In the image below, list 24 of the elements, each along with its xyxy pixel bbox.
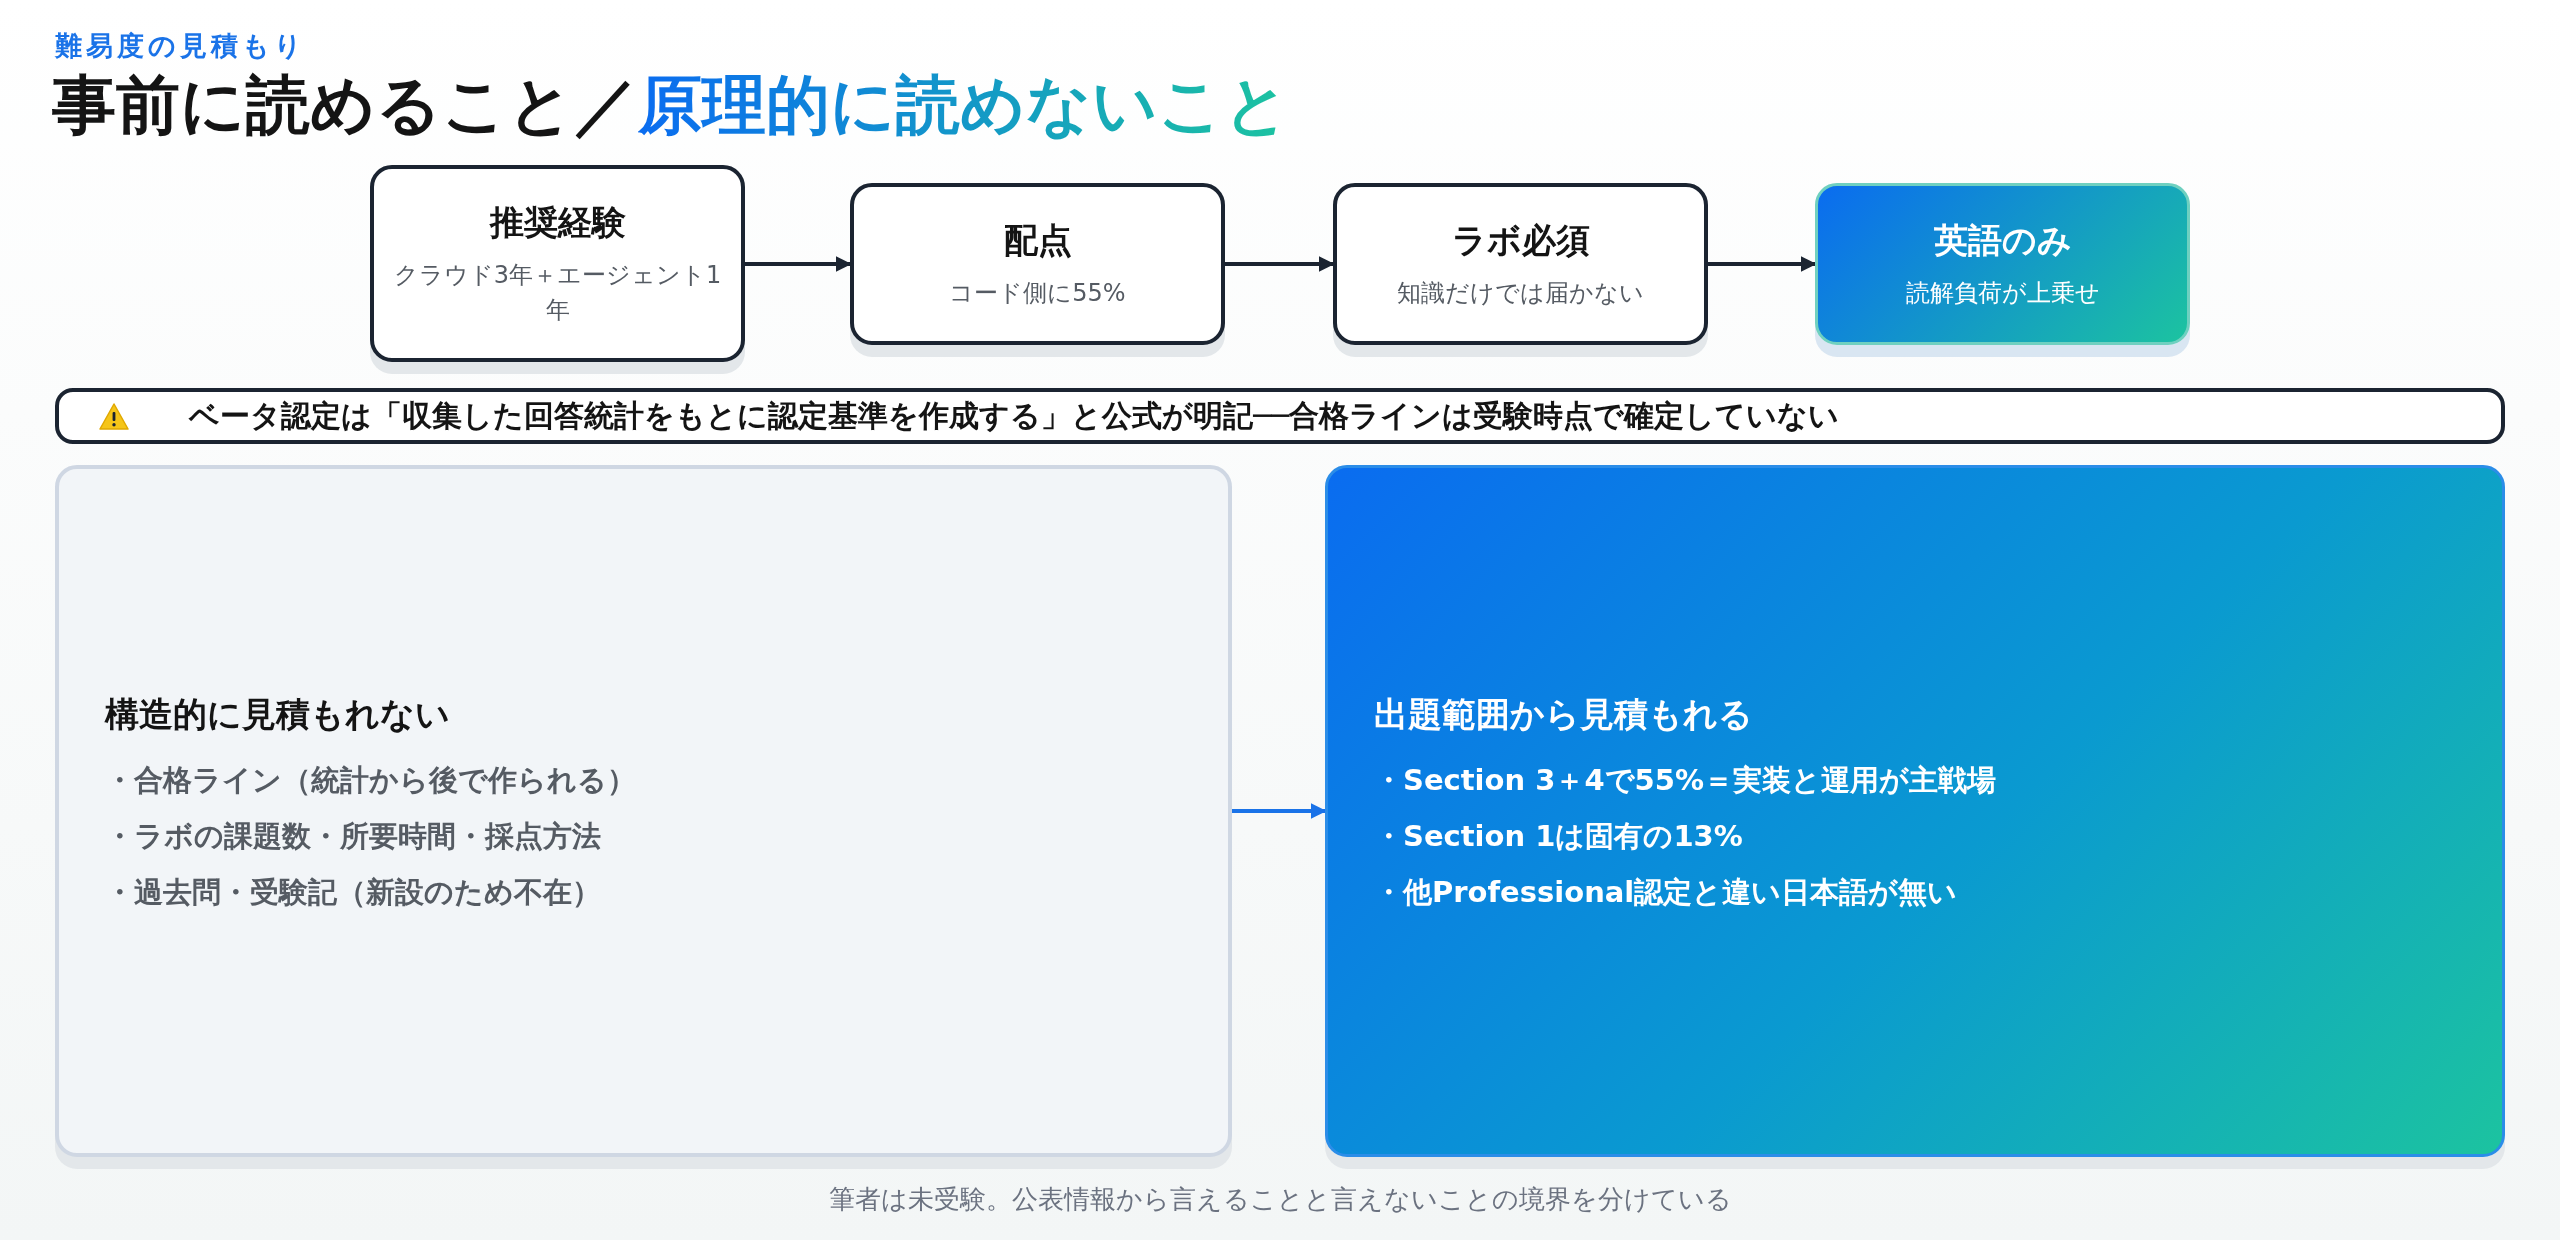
arrow — [1225, 256, 1335, 272]
warning-banner — [55, 388, 2505, 444]
caption: 筆者は未受験。公表情報から言えることと言えないことの境界を分けている — [827, 1183, 1733, 1216]
bullet-item: ・他Professional認定と違い日本語が無い — [1374, 873, 1959, 911]
step-description: 読解負荷が上乗せ — [1905, 277, 2100, 309]
panel-heading: 出題範囲から見積もれる — [1374, 693, 1754, 737]
bullet-item: ・Section 3＋4で55%＝実装と運用が主戦場 — [1374, 762, 1997, 800]
arrow — [745, 256, 852, 272]
bullet-item: ・Section 1は固有の13% — [1374, 818, 1744, 856]
step-title: 英語のみ — [1933, 218, 2072, 262]
step-description: コード側に55% — [949, 277, 1126, 309]
bullet-item: ・過去問・受験記（新設のため不在） — [105, 873, 602, 911]
arrow — [1708, 256, 1817, 272]
step-description: クラウド3年＋エージェント1年 — [392, 259, 723, 326]
section-label: 難易度の見積もり — [55, 29, 306, 63]
panel-heading: 構造的に見積もれない — [105, 693, 451, 737]
bullet-item: ・合格ライン（統計から後で作られる） — [105, 762, 637, 800]
step-description: 知識だけでは届かない — [1397, 277, 1644, 309]
warning-text: ベータ認定は「収集した回答統計をもとに認定基準を作成する」と公式が明記──合格ラインは受験時点で確定していない — [189, 396, 1840, 435]
step-title: 配点 — [1003, 218, 1072, 262]
step-title: ラボ必須 — [1451, 218, 1590, 262]
arrow — [1232, 803, 1327, 819]
bullet-item: ・ラボの課題数・所要時間・採点方法 — [105, 818, 602, 856]
step-title: 推奨経験 — [489, 200, 626, 244]
